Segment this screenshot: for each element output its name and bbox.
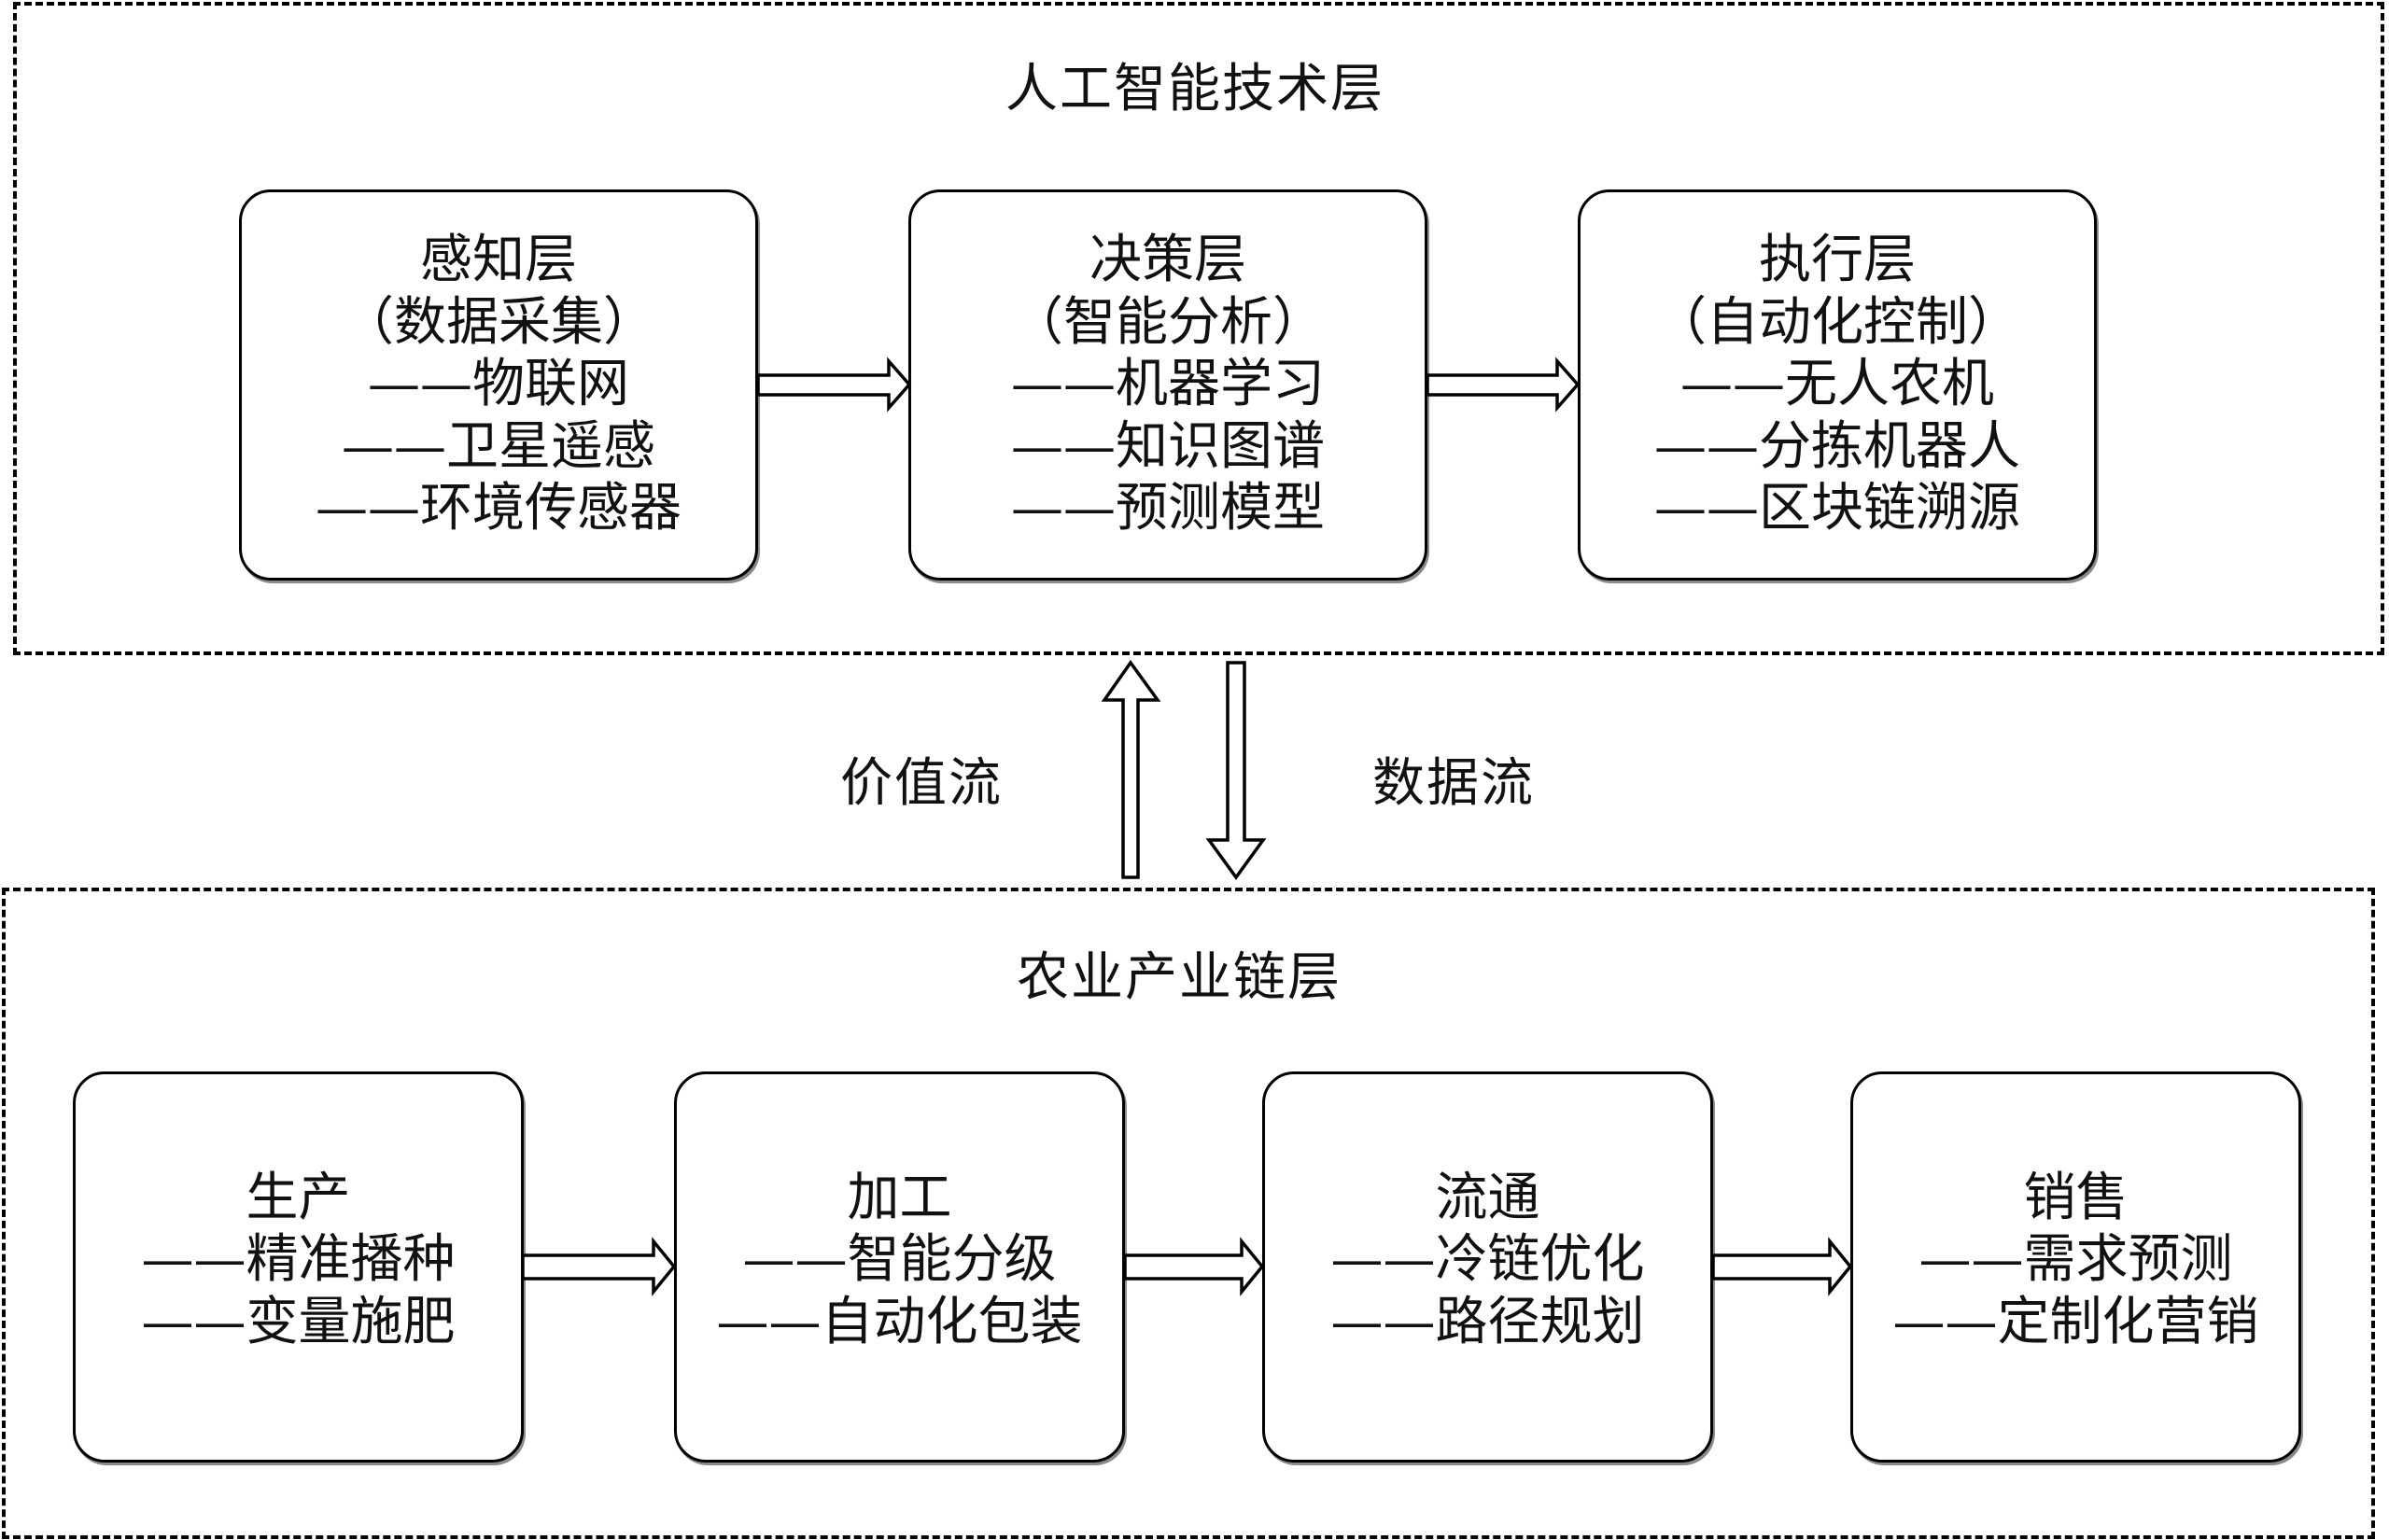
- box-title: 执行层: [1759, 230, 1916, 291]
- box-item: ——自动化包装: [716, 1291, 1083, 1352]
- value-flow-up-arrow-icon: [1101, 659, 1161, 879]
- box-item: ——精准播种: [141, 1229, 456, 1291]
- box-item: ——冷链优化: [1330, 1229, 1645, 1291]
- box-item: ——区块链溯源: [1654, 478, 2020, 539]
- industry-chain-layer-frame: [2, 888, 2375, 1539]
- processing-box: 加工 ——智能分级 ——自动化包装: [674, 1071, 1125, 1463]
- box-subtitle: （智能分析）: [1011, 291, 1325, 353]
- box-item: ——路径规划: [1330, 1291, 1645, 1352]
- box-title: 感知层: [420, 230, 577, 291]
- data-flow-label: 数据流: [1372, 753, 1535, 814]
- value-flow-label: 价值流: [840, 753, 1003, 814]
- data-flow-down-arrow-icon: [1205, 661, 1267, 880]
- decision-layer-box: 决策层 （智能分析） ——机器学习 ——知识图谱 ——预测模型: [908, 189, 1427, 581]
- box-item: ——物联网: [368, 354, 629, 415]
- box-item: ——分拣机器人: [1654, 415, 2020, 477]
- box-item: ——卫星遥感: [342, 415, 655, 477]
- ai-technology-layer-title: 人工智能技术层: [1005, 59, 1384, 119]
- box-item: ——预测模型: [1011, 478, 1325, 539]
- box-title: 销售: [2023, 1167, 2129, 1228]
- perception-layer-box: 感知层 （数据采集） ——物联网 ——卫星遥感 ——环境传感器: [239, 189, 758, 581]
- sales-box: 销售 ——需求预测 ——定制化营销: [1850, 1071, 2301, 1463]
- box-item: ——需求预测: [1918, 1229, 2233, 1291]
- box-subtitle: （数据采集）: [342, 291, 655, 353]
- production-box: 生产 ——精准播种 ——变量施肥: [73, 1071, 524, 1463]
- industry-chain-layer-title: 农业产业链层: [1017, 947, 1342, 1008]
- box-title: 流通: [1435, 1167, 1540, 1228]
- box-item: ——变量施肥: [141, 1291, 456, 1352]
- box-item: ——机器学习: [1011, 354, 1325, 415]
- box-subtitle: （自动化控制）: [1654, 291, 2020, 353]
- box-item: ——无人农机: [1680, 354, 1994, 415]
- box-title: 生产: [246, 1167, 351, 1228]
- box-title: 加工: [847, 1167, 952, 1228]
- box-item: ——智能分级: [742, 1229, 1057, 1291]
- ai-technology-layer-frame: [13, 2, 2384, 655]
- box-title: 决策层: [1089, 230, 1246, 291]
- box-item: ——环境传感器: [316, 478, 682, 539]
- execution-layer-box: 执行层 （自动化控制） ——无人农机 ——分拣机器人 ——区块链溯源: [1578, 189, 2097, 581]
- circulation-box: 流通 ——冷链优化 ——路径规划: [1262, 1071, 1713, 1463]
- box-item: ——知识图谱: [1011, 415, 1325, 477]
- box-item: ——定制化营销: [1892, 1291, 2259, 1352]
